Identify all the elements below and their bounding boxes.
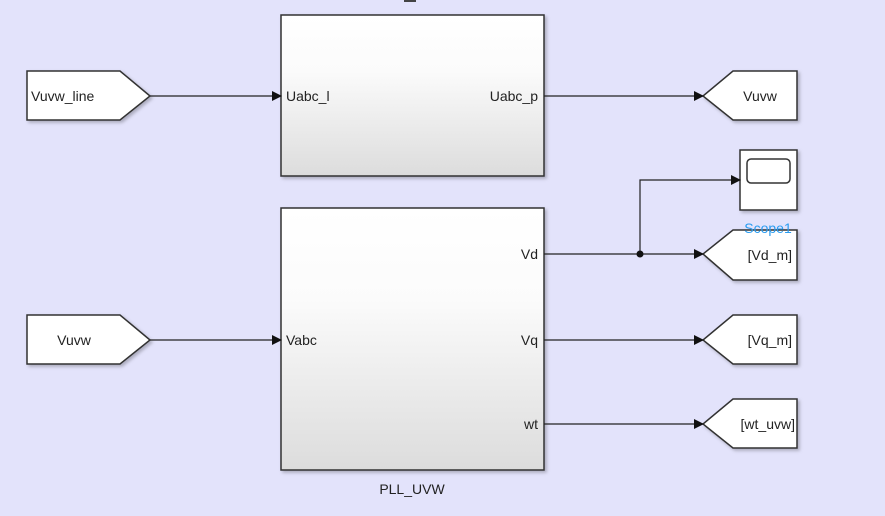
- goto-block-vd-m[interactable]: [Vd_m]: [701, 229, 798, 281]
- goto-tag-vd-m: [Vd_m]: [748, 247, 792, 263]
- goto-tag-vq-m: [Vq_m]: [748, 332, 792, 348]
- goto-block-vuvw[interactable]: Vuvw: [701, 70, 798, 121]
- port-label-vd: Vd: [521, 246, 538, 262]
- from-block-vuvw-line[interactable]: Vuvw_line: [26, 70, 152, 121]
- block-name-pll-uvw[interactable]: PLL_UVW: [379, 481, 445, 497]
- from-block-vuvw[interactable]: Vuvw: [26, 314, 152, 365]
- top-subsystem-name-fragment: [404, 0, 416, 2]
- signal-line-vd-branch-to-scope[interactable]: [639, 175, 741, 254]
- port-label-wt: wt: [523, 416, 538, 432]
- port-label-uabc-l: Uabc_l: [286, 88, 330, 104]
- block-name-scope1[interactable]: Scope1: [744, 220, 792, 236]
- subsystem-block-top[interactable]: Uabc_l Uabc_p: [280, 14, 545, 177]
- branch-point: [636, 250, 644, 258]
- subsystem-block-pll-uvw[interactable]: Vabc Vd Vq wt: [280, 207, 545, 471]
- port-label-vq: Vq: [521, 332, 538, 348]
- goto-tag-wt-uvw: [wt_uvw]: [741, 416, 795, 432]
- scope-screen-icon: [746, 158, 791, 184]
- scope-block[interactable]: [739, 149, 798, 211]
- goto-tag-vuvw: Vuvw: [743, 88, 778, 104]
- goto-block-wt-uvw[interactable]: [wt_uvw]: [701, 398, 798, 449]
- port-label-vabc: Vabc: [286, 332, 317, 348]
- goto-block-vq-m[interactable]: [Vq_m]: [701, 314, 798, 365]
- port-label-uabc-p: Uabc_p: [490, 88, 538, 104]
- from-tag-vuvw: Vuvw: [57, 332, 92, 348]
- from-tag-vuvw-line: Vuvw_line: [31, 88, 95, 104]
